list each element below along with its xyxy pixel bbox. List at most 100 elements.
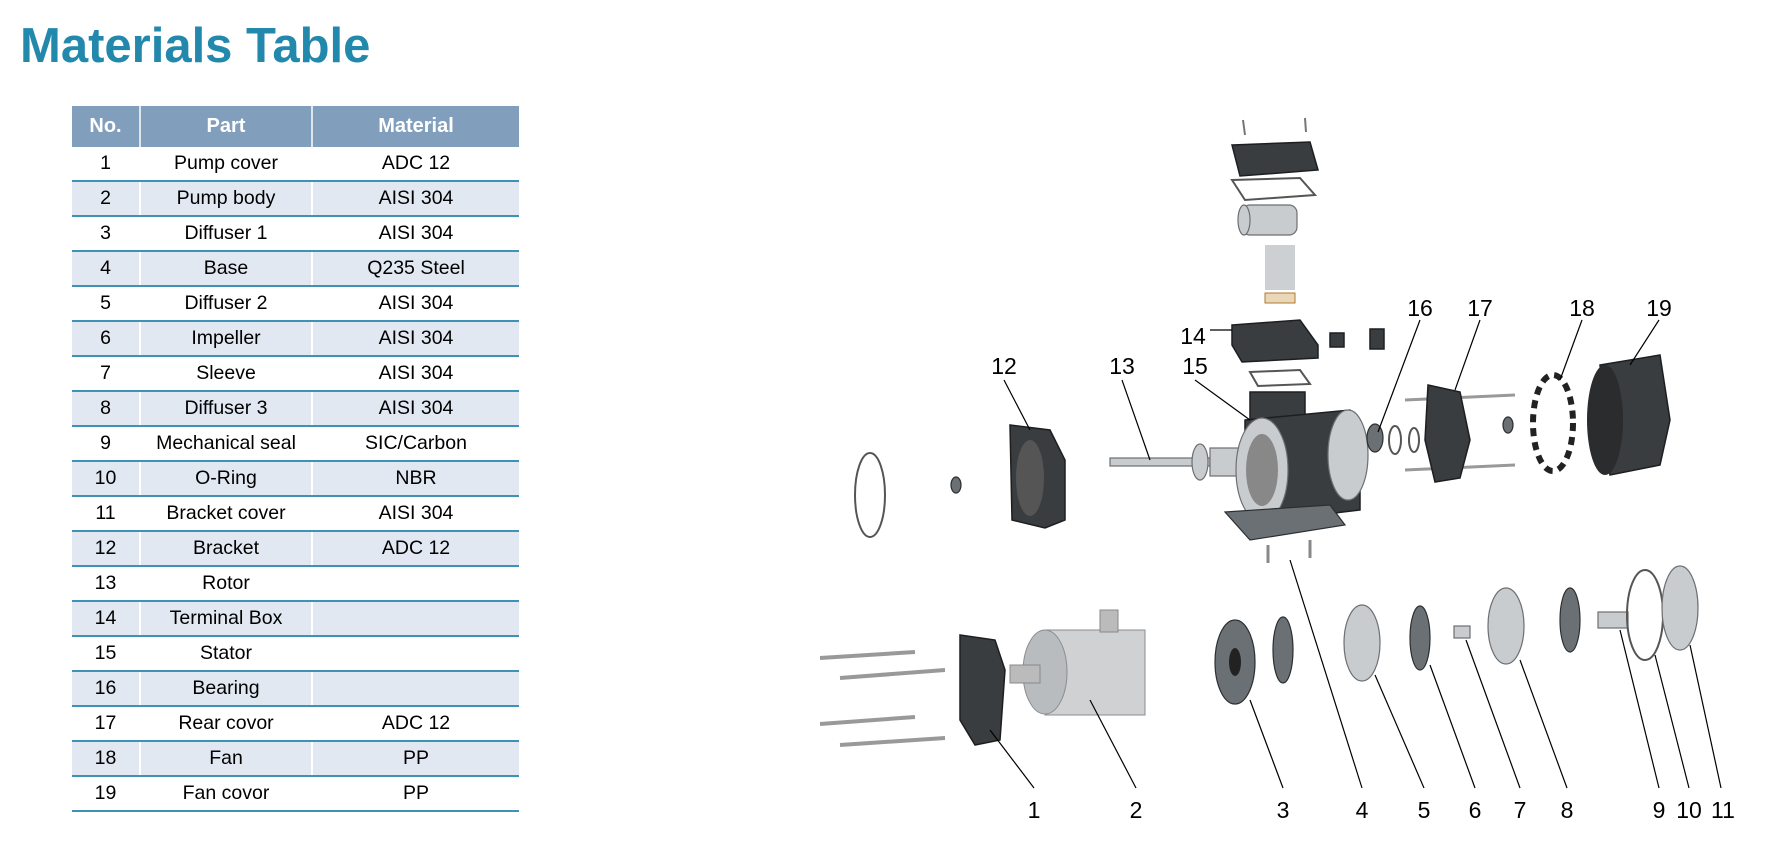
cover-gasket xyxy=(1230,176,1318,202)
callout-13: 13 xyxy=(1109,353,1135,379)
terminal-box-cover xyxy=(1231,117,1319,177)
cell-material xyxy=(312,671,519,707)
terminal-box xyxy=(1231,319,1385,363)
callout-18: 18 xyxy=(1569,295,1595,321)
cell-material: ADC 12 xyxy=(312,147,519,182)
cell-no: 2 xyxy=(72,181,141,217)
cell-part: Bracket cover xyxy=(140,496,313,532)
cell-part: Base xyxy=(140,251,313,287)
cell-material: AISI 304 xyxy=(312,321,519,357)
cell-no: 10 xyxy=(72,461,141,497)
table-header-row: No. Part Material xyxy=(72,106,519,147)
callout-10: 10 xyxy=(1676,797,1702,823)
bearing-and-rings xyxy=(1366,423,1420,455)
leader-lines xyxy=(989,319,1722,789)
cell-material: AISI 304 xyxy=(312,356,519,392)
header-material: Material xyxy=(312,106,519,147)
mechanical-seal xyxy=(1597,611,1629,629)
cell-part: Impeller xyxy=(140,321,313,357)
cell-part: Mechanical seal xyxy=(140,426,313,462)
fan-cover xyxy=(1587,354,1671,476)
stator-housing xyxy=(1235,391,1369,523)
pump-cover xyxy=(959,634,1006,746)
cell-material: Q235 Steel xyxy=(312,251,519,287)
cell-no: 16 xyxy=(72,671,141,707)
cell-no: 13 xyxy=(72,566,141,602)
cell-part: Diffuser 2 xyxy=(140,286,313,322)
callout-3: 3 xyxy=(1277,797,1290,823)
diffuser-3 xyxy=(1487,587,1525,665)
cell-no: 7 xyxy=(72,356,141,392)
cell-material: AISI 304 xyxy=(312,496,519,532)
rear-cover xyxy=(1404,384,1516,483)
cell-part: O-Ring xyxy=(140,461,313,497)
cell-no: 19 xyxy=(72,776,141,812)
cell-no: 4 xyxy=(72,251,141,287)
cell-material: AISI 304 xyxy=(312,286,519,322)
cell-material: ADC 12 xyxy=(312,706,519,742)
callout-11: 11 xyxy=(1711,797,1735,823)
cell-no: 8 xyxy=(72,391,141,427)
cell-no: 18 xyxy=(72,741,141,777)
o-ring xyxy=(1626,569,1664,661)
callout-1: 1 xyxy=(1028,797,1041,823)
cell-material: AISI 304 xyxy=(312,216,519,252)
cell-material: SIC/Carbon xyxy=(312,426,519,462)
cell-no: 11 xyxy=(72,496,141,532)
cell-no: 5 xyxy=(72,286,141,322)
cell-part: Sleeve xyxy=(140,356,313,392)
cell-no: 15 xyxy=(72,636,141,672)
cell-part: Fan xyxy=(140,741,313,777)
callout-4: 4 xyxy=(1356,797,1369,823)
fan xyxy=(1530,372,1576,474)
cell-no: 1 xyxy=(72,147,141,182)
callout-17: 17 xyxy=(1467,295,1493,321)
impeller-disc xyxy=(1272,616,1294,684)
cell-material xyxy=(312,601,519,637)
callout-9: 9 xyxy=(1653,797,1666,823)
cell-part: Bearing xyxy=(140,671,313,707)
callout-14: 14 xyxy=(1180,323,1206,349)
header-no: No. xyxy=(72,106,141,147)
callout-7: 7 xyxy=(1514,797,1527,823)
cell-no: 14 xyxy=(72,601,141,637)
callout-15: 15 xyxy=(1182,353,1208,379)
cell-part: Rear covor xyxy=(140,706,313,742)
cell-part: Terminal Box xyxy=(140,601,313,637)
cell-part: Stator xyxy=(140,636,313,672)
cell-part: Pump cover xyxy=(140,147,313,182)
page-title: Materials Table xyxy=(20,19,371,73)
cell-part: Fan covor xyxy=(140,776,313,812)
impeller-2 xyxy=(1559,587,1581,653)
header-part: Part xyxy=(140,106,313,147)
cell-no: 17 xyxy=(72,706,141,742)
diffuser-2 xyxy=(1343,604,1381,682)
cell-part: Diffuser 1 xyxy=(140,216,313,252)
capacitor xyxy=(1237,204,1298,236)
callout-19: 19 xyxy=(1646,295,1672,321)
callout-16: 16 xyxy=(1407,295,1433,321)
cell-part: Pump body xyxy=(140,181,313,217)
base-plate xyxy=(1223,504,1347,563)
cell-material xyxy=(312,566,519,602)
cell-material: NBR xyxy=(312,461,519,497)
cell-no: 9 xyxy=(72,426,141,462)
cell-no: 12 xyxy=(72,531,141,567)
rotor-shaft xyxy=(1109,443,1251,481)
cell-material xyxy=(312,636,519,672)
